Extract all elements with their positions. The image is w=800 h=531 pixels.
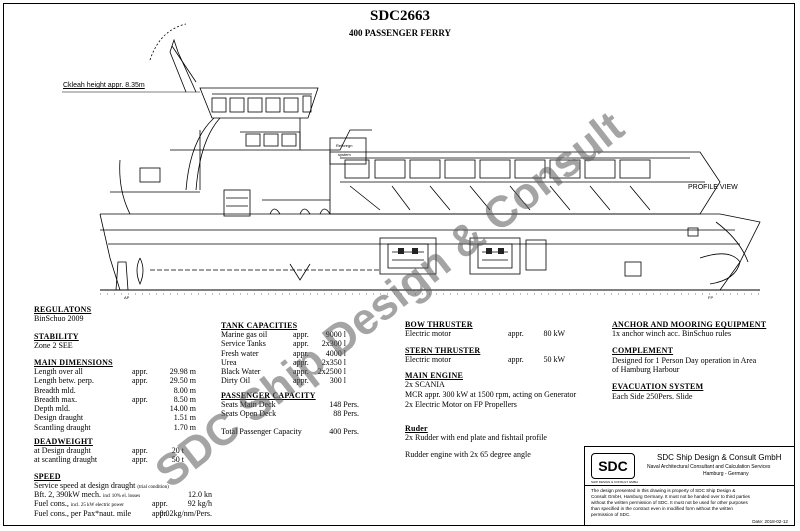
regulations-heading: REGULATONS <box>34 305 92 314</box>
disclaimer-line: permission of SDC. <box>591 512 631 517</box>
complement-line-1: Designed for 1 Person Day operation in A… <box>612 356 757 365</box>
bow <box>699 253 741 285</box>
cabin-label-2: system <box>338 152 351 157</box>
disclaimer-line: Consult GmbH, Hamburg Germany. It must n… <box>591 494 750 499</box>
table-row: Breadth mld.8.00 m <box>34 385 196 395</box>
profile-view-label: PROFILE VIEW <box>688 184 738 191</box>
company-tagline-2: Hamburg - Germany <box>703 471 749 477</box>
stern-thruster-row: Electric motor appr. 50 kW <box>405 355 565 364</box>
logo-subtext: SHIP DESIGN & CONSULT GMBH <box>591 480 638 484</box>
drawing-subtitle: 400 PASSENGER FERRY <box>348 28 452 38</box>
complement-heading: COMPLEMENT <box>612 346 674 355</box>
engine-aft <box>379 237 437 275</box>
drawing-title: SDC2663 <box>369 8 430 24</box>
stability-value: Zone 2 SEE <box>34 341 73 350</box>
bow-thruster-appr: appr. <box>508 329 524 338</box>
stern-thruster-appr: appr. <box>508 355 524 364</box>
rudder-line-1: 2x Rudder with end plate and fishtail pr… <box>405 433 547 442</box>
cabin-label-1: Reforegn <box>336 143 353 148</box>
total-passenger-row: Total Passenger Capacity 400 Pers. <box>221 427 359 436</box>
evacuation-heading: EVACUATION SYSTEM <box>612 382 704 391</box>
speed-heading: SPEED <box>34 472 61 481</box>
wheelhouse <box>199 87 319 119</box>
bow-thruster-label: Electric motor <box>405 329 451 338</box>
complement-line-2: of Hamburg Harbour <box>612 365 680 374</box>
main-deckhouse <box>329 151 721 215</box>
speed-line: Service speed at design draught (trial c… <box>34 481 169 493</box>
evacuation-value: Each Side 250Pers. Slide <box>612 392 693 401</box>
table-row: Length betw. perp.appr.29.50 m <box>34 376 196 386</box>
radar-arc <box>149 23 187 61</box>
anchor-value: 1x anchor winch acc. BinSchuo rules <box>612 329 732 338</box>
speed-note: (trial condition) <box>137 485 169 490</box>
aft-perpendicular-mark: AP <box>124 295 130 300</box>
main-engine-line: MCR appr. 300 kW at 1500 rpm, acting on … <box>405 390 577 399</box>
bow-thruster-heading: BOW THRUSTER <box>405 320 473 329</box>
deadweight-heading: DEADWEIGHT <box>34 437 93 446</box>
company-name: SDC Ship Design & Consult GmbH <box>657 453 782 462</box>
stability-heading: STABILITY <box>34 332 79 341</box>
stern-thruster-value: 50 kW <box>543 355 565 364</box>
upper-deck <box>170 129 372 151</box>
rudder-heading: Ruder <box>405 424 428 433</box>
disclaimer-line: The design presented in this drawing is … <box>591 488 736 493</box>
main-dimensions-heading: MAIN DIMENSIONS <box>34 358 113 367</box>
disclaimer-line: than specified in the contract even in m… <box>591 506 733 511</box>
tank-capacities-heading: TANK CAPACITIES <box>221 321 298 330</box>
company-tagline-1: Naval Architectural Consultant and Calcu… <box>647 464 771 470</box>
regulations-value: BinSchuo 2009 <box>34 314 84 323</box>
table-row: Depth mld.14.00 m <box>34 404 196 414</box>
bow-thruster-row: Electric motor appr. 80 kW <box>405 329 565 338</box>
rudder-line-2: Rudder engine with 2x 65 degree angle <box>405 450 531 459</box>
stern-thruster-heading: STERN THRUSTER <box>405 346 481 355</box>
fwd-perpendicular-mark: FP <box>708 295 714 300</box>
main-engine-heading: MAIN ENGINE <box>405 371 463 380</box>
total-passenger-label: Total Passenger Capacity <box>221 427 302 436</box>
company-logo: SDC <box>591 453 635 479</box>
mast <box>169 38 197 93</box>
total-passenger-value: 400 Pers. <box>329 427 359 436</box>
anchor-heading: ANCHOR AND MOORING EQUIPMENT <box>612 320 767 329</box>
refrigeration-box <box>329 137 367 165</box>
main-engine-line: 2x Electric Motor on FP Propellers <box>405 400 517 409</box>
passenger-capacity-heading: PASSENGER CAPACITY <box>221 391 316 400</box>
air-draft-label: Ckleah height appr. 8.35m <box>63 82 145 89</box>
engine-fwd <box>469 237 521 275</box>
speed-text: Service speed at design draught <box>34 481 136 490</box>
main-engine-line: 2x SCANIA <box>405 380 445 389</box>
bow-thruster-value: 80 kW <box>543 329 565 338</box>
rudder <box>115 261 129 291</box>
sheet-border <box>3 3 795 526</box>
stern-thruster-label: Electric motor <box>405 355 451 364</box>
table-row: Breadth max.appr.8.50 m <box>34 394 196 404</box>
propeller <box>136 257 144 286</box>
disclaimer-line: without the written permission of SDC. I… <box>591 500 748 505</box>
title-block: SDC SHIP DESIGN & CONSULT GMBH SDC Ship … <box>584 446 794 526</box>
drawing-date: Date: 2018-02-12 <box>752 519 788 524</box>
hull-outline <box>99 213 761 291</box>
